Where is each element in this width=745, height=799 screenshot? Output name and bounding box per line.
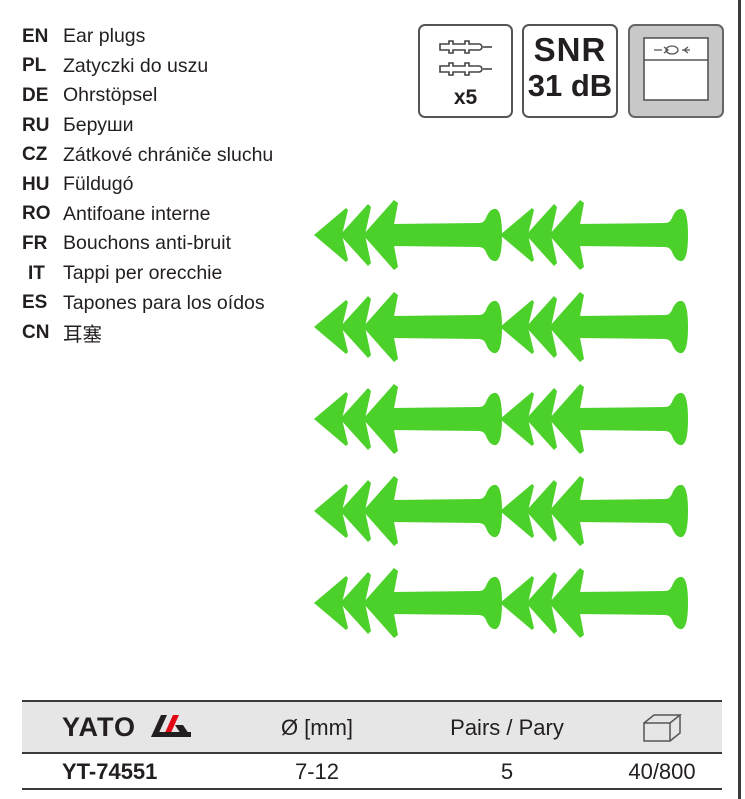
lang-name: Zátkové chrániče sluchu xyxy=(63,143,274,166)
product-code: YT-74551 xyxy=(62,759,158,784)
lang-code: ES xyxy=(22,292,48,314)
lang-row-es: ES Tapones para los oídos xyxy=(22,288,273,318)
lang-name: Zatyczki do uszu xyxy=(63,54,209,77)
pack-count: x5 xyxy=(453,86,478,109)
lang-code: IT xyxy=(28,262,45,284)
earplug xyxy=(500,292,688,362)
lang-row-it: IT Tappi per orecchie xyxy=(22,259,273,289)
earplug xyxy=(314,200,502,270)
lang-code: HU xyxy=(22,173,50,195)
lang-name: Bouchons anti-bruit xyxy=(63,232,232,255)
lang-name: Ohrstöpsel xyxy=(63,84,158,107)
right-border xyxy=(738,0,741,799)
lang-code: DE xyxy=(22,84,49,106)
yato-logo-icon xyxy=(150,715,191,737)
lang-name: Füldugó xyxy=(63,173,134,196)
snr-badge: SNR 31 dB xyxy=(522,24,618,118)
lang-row-en: EN Ear plugs xyxy=(22,22,273,52)
lang-name: Tapones para los oídos xyxy=(63,291,265,314)
lang-name: Беруши xyxy=(63,114,134,137)
earplug xyxy=(314,384,502,454)
diameter-value: 7-12 xyxy=(294,759,340,784)
lang-name: Antifoane interne xyxy=(63,202,211,225)
earplugs-illustration xyxy=(314,200,688,638)
lang-name: Tappi per orecchie xyxy=(63,262,223,285)
pack-count-badge: x5 xyxy=(418,24,513,118)
lang-code: RO xyxy=(22,203,51,225)
earplug-pair-icon xyxy=(439,40,492,76)
lang-name: Ear plugs xyxy=(63,25,146,48)
earplug xyxy=(500,384,688,454)
earplug xyxy=(500,568,688,638)
brand-name: YATO xyxy=(62,712,137,742)
lang-row-cz: CZ Zátkové chrániče sluchu xyxy=(22,140,273,170)
storage-case-icon xyxy=(643,37,709,101)
lang-code: CZ xyxy=(22,144,48,166)
lang-row-ru: RU Беруши xyxy=(22,111,273,141)
lang-row-hu: HU Füldugó xyxy=(22,170,273,200)
lang-code: CN xyxy=(22,321,50,343)
earplug xyxy=(500,476,688,546)
box-icon xyxy=(643,714,683,742)
brand-logo: YATO xyxy=(62,712,193,743)
snr-value: 31 dB xyxy=(527,68,613,103)
language-list: EN Ear plugs PL Zatyczki do uszu DE Ohrstöp… xyxy=(22,22,273,348)
lang-code: RU xyxy=(22,114,50,136)
earplug xyxy=(314,476,502,546)
case-badge xyxy=(628,24,724,118)
package-value: 40/800 xyxy=(628,759,696,784)
earplug xyxy=(500,200,688,270)
lang-code: EN xyxy=(22,25,49,47)
snr-label: SNR xyxy=(533,31,607,68)
earplug xyxy=(314,292,502,362)
pairs-value: 5 xyxy=(500,759,514,784)
lang-row-de: DE Ohrstöpsel xyxy=(22,81,273,111)
lang-row-pl: PL Zatyczki do uszu xyxy=(22,52,273,82)
lang-code: PL xyxy=(22,55,47,77)
header-diameter: Ø [mm] xyxy=(280,715,354,740)
spec-table: YATO Ø [mm] Pairs / Pary YT-74551 7-12 5… xyxy=(22,700,722,790)
lang-row-ro: RO Antifoane interne xyxy=(22,200,273,230)
table-header: YATO Ø [mm] Pairs / Pary xyxy=(22,702,722,754)
lang-row-fr: FR Bouchons anti-bruit xyxy=(22,229,273,259)
earplug xyxy=(314,568,502,638)
lang-row-cn: CN 耳塞 xyxy=(22,318,273,348)
header-pairs: Pairs / Pary xyxy=(450,715,564,740)
lang-name: 耳塞 xyxy=(63,324,103,347)
lang-code: FR xyxy=(22,232,48,254)
